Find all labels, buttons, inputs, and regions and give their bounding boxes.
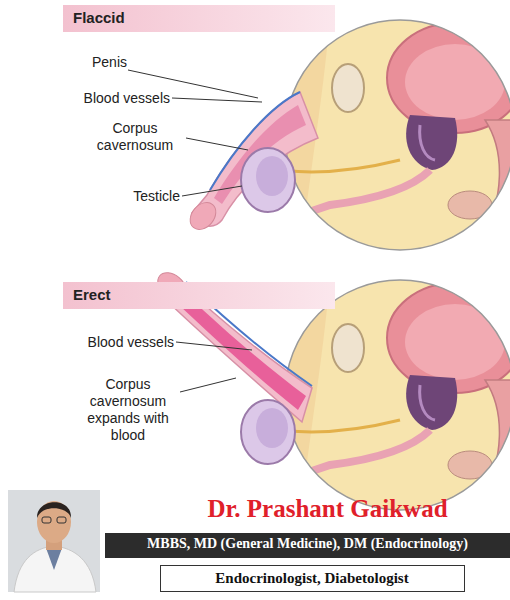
specialty-box: Endocrinologist, Diabetologist (160, 565, 465, 592)
node-text: MBBS, MD (General Medicine), DM (Endocri… (111, 536, 504, 552)
node-text: Endocrinologist, Diabetologist (171, 570, 454, 587)
node-text: Flaccid (73, 9, 325, 26)
state-band: Flaccid (63, 5, 335, 32)
pelvis-erect (280, 275, 510, 515)
part-label: Blood vessels (70, 90, 170, 107)
penis-flaccid (185, 92, 318, 235)
portrait-photo (8, 490, 100, 592)
doctor-name: Dr. Prashant Gaikwad (150, 494, 505, 524)
part-label: Corpus cavernosum expands with blood (78, 376, 178, 444)
part-label: Blood vessels (72, 334, 174, 351)
state-band: Erect (63, 282, 335, 309)
part-label: Penis (92, 54, 172, 71)
part-label: Corpus cavernosum (86, 120, 184, 154)
node-text: Erect (73, 286, 325, 303)
part-label: Testicle (110, 188, 180, 205)
credentials-bar: MBBS, MD (General Medicine), DM (Endocri… (105, 533, 510, 558)
